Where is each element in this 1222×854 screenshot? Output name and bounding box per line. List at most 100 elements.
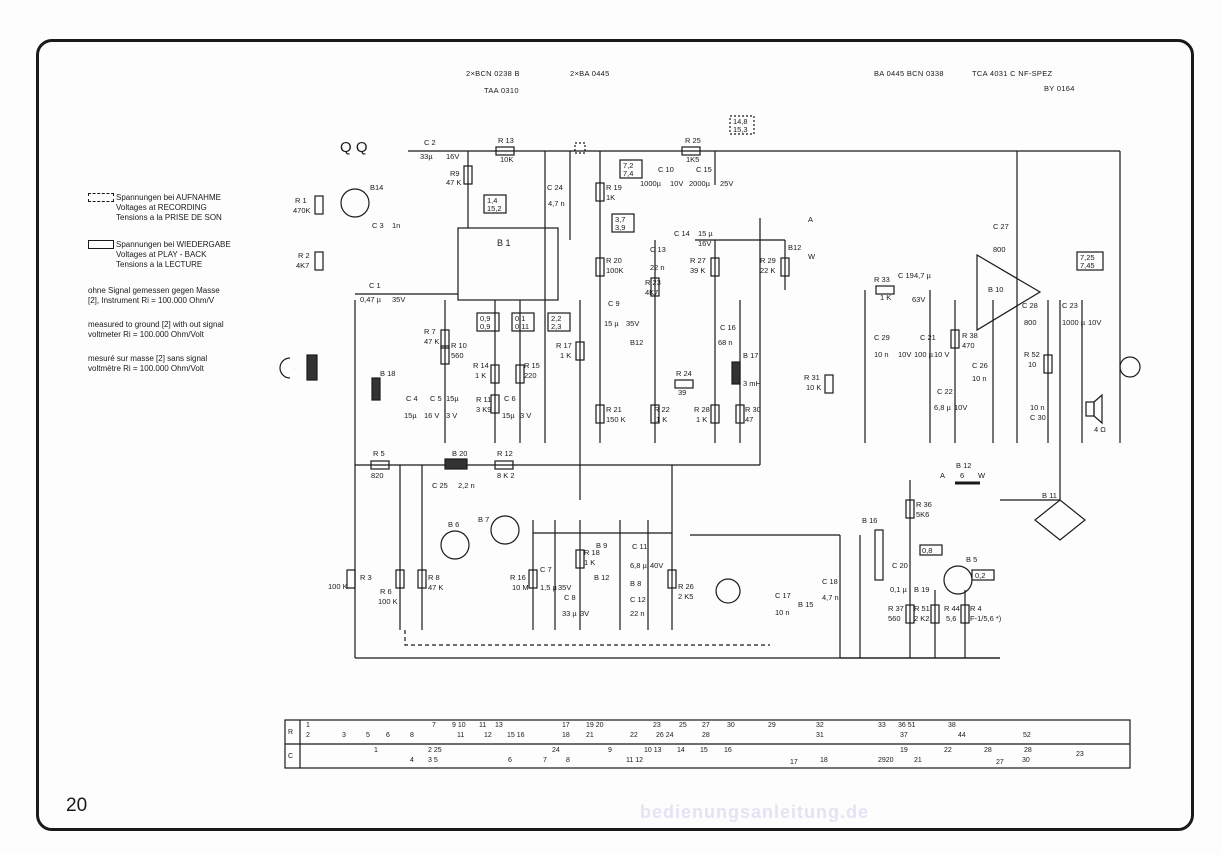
label-c4-unit: 16 V — [424, 411, 439, 420]
label-r16-value: 10 M — [512, 583, 529, 592]
table-c-bottom-10: 27 — [996, 759, 1004, 766]
table-r-bottom-12: 28 — [702, 732, 710, 739]
label-c27: C 27 — [993, 222, 1009, 231]
label-c16: C 16 — [720, 323, 736, 332]
table-r-bottom-4: 8 — [410, 732, 414, 739]
switch-label-w: W — [978, 471, 986, 480]
label-c11: C 11 — [632, 542, 647, 551]
table-c-bottom-1: 3 5 — [428, 757, 438, 764]
table-r-bottom-15: 32 — [816, 722, 824, 729]
table-c-bottom-11: 30 — [1022, 757, 1030, 764]
label-b17-value: 3 mH — [743, 379, 761, 388]
label-c6-unit: 3 V — [520, 411, 531, 420]
label-c10: C 10 — [658, 165, 674, 174]
label-c2-unit: 16V — [446, 152, 459, 161]
label-c14-value: 15 µ — [698, 229, 713, 238]
note-de: ohne Signal gemessen gegen Masse [2], In… — [88, 286, 220, 306]
label-r11-value: 3 K9 — [476, 405, 491, 414]
note-de-line1: ohne Signal gemessen gegen Masse — [88, 286, 220, 295]
label-r21: R 21 — [606, 405, 622, 414]
label-c13-value: 22 n — [650, 263, 665, 272]
table-c-top-4: 10 13 — [644, 747, 662, 754]
label-c30: C 30 — [1030, 413, 1046, 422]
label-r51: R 51 — [914, 604, 930, 613]
solid-box-icon — [88, 240, 114, 250]
table-r-bottom-14: 29 — [768, 722, 776, 729]
table-r-top-2: 9 10 — [452, 722, 466, 729]
voltage-2-3: 2,3 — [551, 322, 561, 331]
label-b14: B14 — [370, 183, 383, 192]
table-r-bottom-17: 37 — [900, 732, 908, 739]
label-r12-value: 8 K 2 — [497, 471, 515, 480]
table-r-bottom-8: 18 — [562, 732, 570, 739]
label-r3-value: 100 K — [328, 582, 348, 591]
table-c-bottom-7: 18 — [820, 757, 828, 764]
label-c12: C 12 — [630, 595, 646, 604]
label-c10-value: 1000µ — [640, 179, 662, 188]
label-c17: C 17 — [775, 591, 791, 600]
label-b8: B 8 — [630, 579, 641, 588]
voltage-7-25: 7,25 — [1080, 253, 1095, 262]
voltage-7-4: 7,4 — [623, 169, 633, 178]
label-r36: R 36 — [916, 500, 932, 509]
label-r9-value: 47 K — [446, 178, 461, 187]
label-b9: B 9 — [596, 541, 607, 550]
label-c26-value: 10 n — [972, 374, 987, 383]
table-c-top-5: 14 — [677, 747, 685, 754]
header-ic-taa0310: TAA 0310 — [484, 86, 519, 95]
table-r-top-5: 17 — [562, 722, 570, 729]
label-c20: C 20 — [892, 561, 908, 570]
label-r5-value: 820 — [371, 471, 384, 480]
label-c25-value: 2,2 n — [458, 481, 475, 490]
note-en-line1: measured to ground [2] with out signal — [88, 320, 224, 329]
label-r7: R 7 — [424, 327, 436, 336]
label-c3: C 3 — [372, 221, 384, 230]
header-ic-ba0445-bcn0338: BA 0445 BCN 0338 — [874, 69, 944, 78]
label-b1: B 1 — [497, 238, 511, 248]
note-fr: mesuré sur masse [2] sans signal voltmèt… — [88, 354, 207, 374]
label-r23-value: 4K7 — [645, 288, 658, 297]
table-c-top-10: 28 — [984, 747, 992, 754]
note-fr-line1: mesuré sur masse [2] sans signal — [88, 354, 208, 363]
label-c28: C 28 — [1022, 301, 1038, 310]
label-c29-value: 10 n — [874, 350, 889, 359]
table-c-top-9: 22 — [944, 747, 952, 754]
label-b12-low: B 12 — [594, 573, 609, 582]
label-b5: B 5 — [966, 555, 977, 564]
label-r20: R 20 — [606, 256, 622, 265]
table-r-bottom-10: 22 — [630, 732, 638, 739]
label-c19: C 19 — [898, 271, 914, 280]
voltage-0-8: 0,8 — [922, 546, 932, 555]
label-r31-value: 10 K — [806, 383, 821, 392]
label-r36-value: 5K6 — [916, 510, 929, 519]
voltage-15-3: 15,3 — [733, 125, 748, 134]
table-row-r-label: R — [288, 729, 293, 736]
label-r21-value: 150 K — [606, 415, 626, 424]
table-r-bottom-7: 15 16 — [507, 732, 525, 739]
legend-recording: Spannungen bei AUFNAHME Voltages at RECO… — [88, 193, 222, 223]
label-c22: C 22 — [937, 387, 953, 396]
table-c-bottom-3: 7 — [543, 757, 547, 764]
label-speaker: 4 Ω — [1094, 425, 1106, 434]
legend-recording-fr: Tensions a la PRISE DE SON — [116, 213, 222, 222]
label-r14-value: 1 K — [475, 371, 486, 380]
label-c19-value: 4,7 µ — [914, 271, 932, 280]
table-r-top-11: 36 51 — [898, 722, 916, 729]
label-b10: B 10 — [988, 285, 1003, 294]
label-c9: C 9 — [608, 299, 620, 308]
voltage-15-2: 15,2 — [487, 204, 502, 213]
label-c21-unit: 10 V — [934, 350, 949, 359]
label-b7: B 7 — [478, 515, 489, 524]
label-r18: R 18 — [584, 548, 600, 557]
label-r15-value: 220 — [524, 371, 537, 380]
table-c-top-2: 24 — [552, 747, 560, 754]
table-c-bottom-9: 21 — [914, 757, 922, 764]
label-r52: R 52 — [1024, 350, 1040, 359]
label-c8: C 8 — [564, 593, 576, 602]
voltage-3-9: 3,9 — [615, 223, 625, 232]
label-c1-unit: 35V — [392, 295, 405, 304]
label-r10-value: 560 — [451, 351, 464, 360]
label-r22: R 22 — [654, 405, 670, 414]
label-r26: R 26 — [678, 582, 694, 591]
label-r28-value: 1 K — [696, 415, 707, 424]
